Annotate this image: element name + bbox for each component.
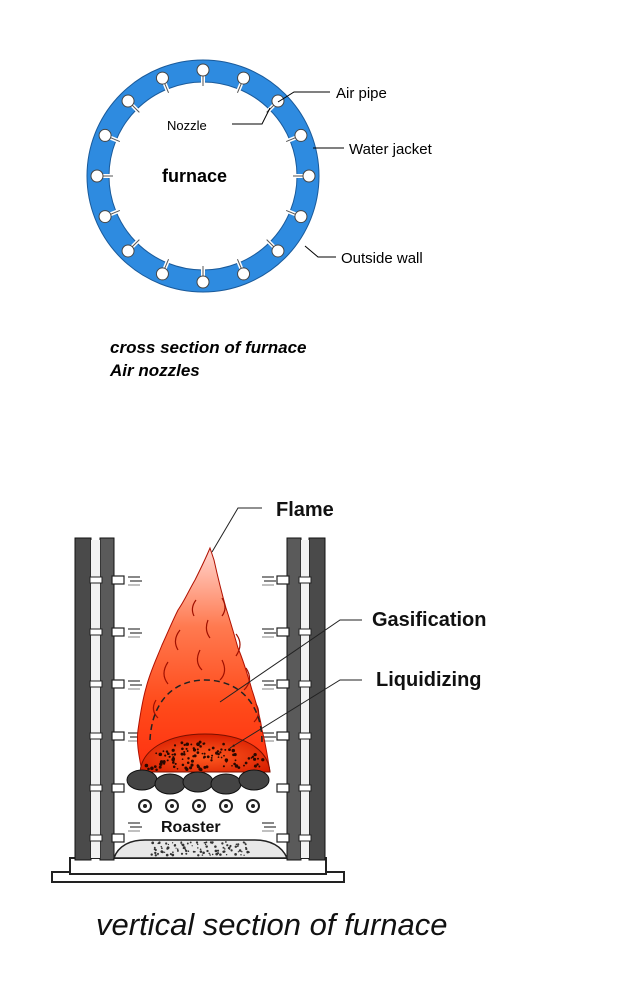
- cross-section-caption: cross section of furnace: [110, 338, 307, 357]
- roaster-air-holes: [138, 799, 260, 813]
- flame-shape: [137, 546, 271, 773]
- nozzle-icon: [285, 208, 308, 224]
- water-gap-left: [91, 540, 100, 858]
- nozzle-icon: [90, 169, 113, 183]
- wall-nozzle-icon: [89, 731, 125, 741]
- water-jacket-label: Water jacket: [349, 141, 433, 158]
- air-jet-icon: [128, 822, 142, 832]
- air-nozzles: [90, 63, 316, 289]
- flame-leader: [211, 507, 262, 553]
- nozzle-icon: [235, 71, 251, 94]
- gasification-label: Gasification: [372, 609, 486, 631]
- nozzle-icon: [155, 258, 171, 281]
- outside-wall-edge: [86, 59, 320, 293]
- air-jet-icon: [262, 576, 276, 586]
- nozzle-icon: [121, 238, 141, 258]
- air-pipe-leader: [277, 91, 330, 103]
- gasification-boundary: [149, 679, 263, 743]
- inner-wall-left: [99, 537, 115, 861]
- air-jets: [128, 576, 276, 832]
- vertical-section-caption: vertical section of furnace: [96, 907, 448, 942]
- wall-nozzle-icon: [89, 679, 125, 689]
- wall-nozzle-icon: [276, 783, 312, 793]
- nozzle-icon: [265, 238, 285, 258]
- wall-nozzle-icon: [89, 783, 125, 793]
- bed-particles: [144, 740, 265, 772]
- wall-nozzle-icon: [89, 627, 125, 637]
- wall-nozzle-icon: [276, 833, 312, 843]
- nozzle-icon: [121, 94, 141, 114]
- roaster-label: Roaster: [161, 819, 221, 836]
- nozzle-icon: [196, 63, 210, 86]
- wall-nozzle-icon: [276, 679, 312, 689]
- water-gap-right: [301, 540, 309, 858]
- nozzle-icon: [98, 128, 121, 144]
- air-jet-icon: [262, 628, 276, 638]
- air-jet-icon: [262, 822, 276, 832]
- outside-wall-label: Outside wall: [341, 250, 423, 267]
- nozzle-icon: [293, 169, 316, 183]
- nozzle-leader: [232, 107, 271, 125]
- coal-lumps: [126, 769, 270, 795]
- nozzle-icon: [98, 208, 121, 224]
- air-nozzles-caption: Air nozzles: [109, 361, 200, 380]
- air-jet-icon: [262, 680, 276, 690]
- nozzle-icon: [155, 71, 171, 94]
- wall-nozzle-icon: [276, 627, 312, 637]
- air-jet-icon: [128, 680, 142, 690]
- flame-label: Flame: [276, 499, 334, 521]
- liquidizing-leader: [229, 679, 362, 749]
- air-jet-icon: [128, 576, 142, 586]
- outside-wall-right: [308, 537, 326, 861]
- cross-section-diagram: Air pipe Nozzle Water jacket Outside wal…: [86, 59, 433, 380]
- nozzle-label: Nozzle: [167, 118, 207, 133]
- outside-wall-left: [74, 537, 92, 861]
- flame-licks: [152, 597, 260, 723]
- ash-particles: [150, 841, 250, 857]
- outside-wall-leader: [304, 245, 336, 258]
- air-jet-icon: [128, 628, 142, 638]
- air-pipe-label: Air pipe: [336, 85, 387, 102]
- inner-wall-right: [286, 537, 302, 861]
- nozzle-icon: [235, 258, 251, 281]
- vertical-section-diagram: Flame Gasification Liquidizing Roaster v…: [51, 499, 486, 942]
- wall-nozzle-icon: [276, 575, 312, 585]
- wall-nozzle-icon: [276, 731, 312, 741]
- furnace-label: furnace: [162, 166, 227, 186]
- gasification-leader: [219, 619, 362, 703]
- wall-nozzles: [89, 575, 312, 843]
- nozzle-icon: [196, 266, 210, 289]
- nozzle-icon: [285, 128, 308, 144]
- liquidizing-label: Liquidizing: [376, 669, 482, 691]
- wall-nozzle-icon: [89, 833, 125, 843]
- wall-nozzle-icon: [89, 575, 125, 585]
